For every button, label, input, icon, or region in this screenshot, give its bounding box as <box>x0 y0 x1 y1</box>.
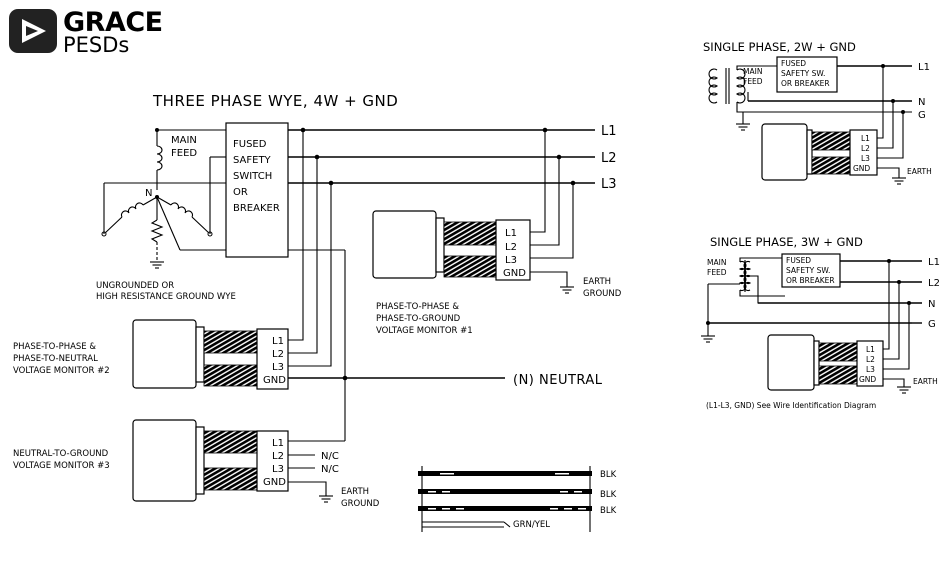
s2w-line-l1: L1 <box>918 62 930 73</box>
s2w-switch-2: SAFETY SW. <box>781 69 825 78</box>
s2w-term-l1: L1 <box>861 134 870 143</box>
m2-term-gnd: GND <box>263 375 286 386</box>
m3-nc-2: N/C <box>321 464 339 475</box>
s3w-line-l2: L2 <box>928 278 940 289</box>
s2w-switch-1: FUSED <box>781 59 806 68</box>
s3w-note: (L1-L3, GND) See Wire Identification Dia… <box>706 401 876 410</box>
m3-term-l3: L3 <box>272 464 284 475</box>
m1-caption-2: PHASE-TO-GROUND <box>376 314 461 324</box>
voltage-monitor-2: L1 L2 L3 GND PHASE-TO-PHASE & PHASE-TO-N… <box>13 130 332 390</box>
line-l3: L3 <box>601 177 617 192</box>
s3w-main-feed-1: MAIN <box>707 258 726 267</box>
switch-label-3: SWITCH <box>233 171 272 182</box>
m3-term-gnd: GND <box>263 477 286 488</box>
s2w-term-gnd: GND <box>853 164 870 173</box>
s3w-term-gnd: GND <box>859 375 876 384</box>
m2-term-l3: L3 <box>272 362 284 373</box>
m1-caption-3: VOLTAGE MONITOR #1 <box>376 326 473 336</box>
m3-term-l2: L2 <box>272 451 284 462</box>
voltage-monitor-3: L1 L2 L3 GND N/C N/C EARTH GROUND NEUTRA… <box>13 419 380 509</box>
s3w-switch-3: OR BREAKER <box>786 276 835 285</box>
s3w-switch-2: SAFETY SW. <box>786 266 830 275</box>
fused-safety-switch: FUSED SAFETY SWITCH OR BREAKER <box>225 122 289 258</box>
main-feed-label-2: FEED <box>171 148 197 159</box>
switch-label-4: OR <box>233 187 248 198</box>
m3-earth-1: EARTH <box>341 487 369 497</box>
neutral-label: (N) NEUTRAL <box>513 373 603 388</box>
neutral-point-label: N <box>145 188 152 199</box>
m3-earth-2: GROUND <box>341 499 380 509</box>
wire-label-2: BLK <box>600 490 617 500</box>
s3w-switch-1: FUSED <box>786 256 811 265</box>
switch-label-2: SAFETY <box>233 155 272 166</box>
ground-note-2: HIGH RESISTANCE GROUND WYE <box>96 292 236 302</box>
s3w-term-l2: L2 <box>866 355 875 364</box>
s3w-line-l1: L1 <box>928 257 940 268</box>
three-phase-title: THREE PHASE WYE, 4W + GND <box>152 92 398 110</box>
s3w-line-n: N <box>928 299 935 310</box>
s3w-earth: EARTH <box>913 377 938 386</box>
m1-caption-1: PHASE-TO-PHASE & <box>376 302 459 312</box>
wye-source: MAIN FEED N UNGROUNDED OR HIGH RESISTANC… <box>96 128 236 302</box>
single-2w-title: SINGLE PHASE, 2W + GND <box>703 40 856 54</box>
s2w-line-n: N <box>918 97 925 108</box>
m3-nc-1: N/C <box>321 451 339 462</box>
single-3w-diagram: MAIN FEED FUSED SAFETY SW. OR BREAKER L1… <box>700 253 940 410</box>
voltage-monitor-1: L1 L2 L3 GND EARTH GROUND PHASE-TO-PHASE… <box>372 130 622 336</box>
m2-caption-2: PHASE-TO-NEUTRAL <box>13 354 98 364</box>
wire-label-3: BLK <box>600 506 617 516</box>
switch-label-1: FUSED <box>233 139 267 150</box>
logo-product: PESDs <box>63 33 129 57</box>
wire-label-1: BLK <box>600 470 617 480</box>
s3w-main-feed-2: FEED <box>707 268 727 277</box>
single-3w-title: SINGLE PHASE, 3W + GND <box>710 235 863 249</box>
m1-term-l3: L3 <box>505 255 517 266</box>
m2-term-l2: L2 <box>272 349 284 360</box>
wire-identification: BLK BLK BLK GRN/YEL <box>418 466 617 532</box>
m1-earth-1: EARTH <box>583 277 611 287</box>
line-l2: L2 <box>601 151 617 166</box>
s2w-term-l3: L3 <box>861 154 870 163</box>
s2w-earth: EARTH <box>907 167 932 176</box>
m1-term-l2: L2 <box>505 242 517 253</box>
s3w-line-g: G <box>928 319 936 330</box>
m1-term-gnd: GND <box>503 268 526 279</box>
m2-caption-3: VOLTAGE MONITOR #2 <box>13 366 110 376</box>
m1-term-l1: L1 <box>505 228 517 239</box>
m3-caption-1: NEUTRAL-TO-GROUND <box>13 449 109 459</box>
s2w-main-feed-1: MAIN <box>743 67 762 76</box>
m3-caption-2: VOLTAGE MONITOR #3 <box>13 461 110 471</box>
main-feed-label-1: MAIN <box>171 135 197 146</box>
ground-note-1: UNGROUNDED OR <box>96 281 174 291</box>
s2w-main-feed-2: FEED <box>743 77 763 86</box>
m3-term-l1: L1 <box>272 438 284 449</box>
line-l1: L1 <box>601 124 617 139</box>
m1-earth-2: GROUND <box>583 289 622 299</box>
grace-logo: GRACE PESDs <box>9 7 163 57</box>
single-2w-diagram: MAIN FEED FUSED SAFETY SW. OR BREAKER L1… <box>708 56 932 185</box>
m2-term-l1: L1 <box>272 336 284 347</box>
s2w-term-l2: L2 <box>861 144 870 153</box>
s3w-term-l3: L3 <box>866 365 875 374</box>
logo-brand: GRACE <box>63 7 163 38</box>
wire-ground-label: GRN/YEL <box>513 520 550 530</box>
s2w-switch-3: OR BREAKER <box>781 79 830 88</box>
m2-caption-1: PHASE-TO-PHASE & <box>13 342 96 352</box>
switch-label-5: BREAKER <box>233 203 280 214</box>
s3w-term-l1: L1 <box>866 345 875 354</box>
s2w-line-g: G <box>918 110 926 121</box>
three-phase-bus: L1 L2 L3 (N) NEUTRAL <box>288 124 617 441</box>
